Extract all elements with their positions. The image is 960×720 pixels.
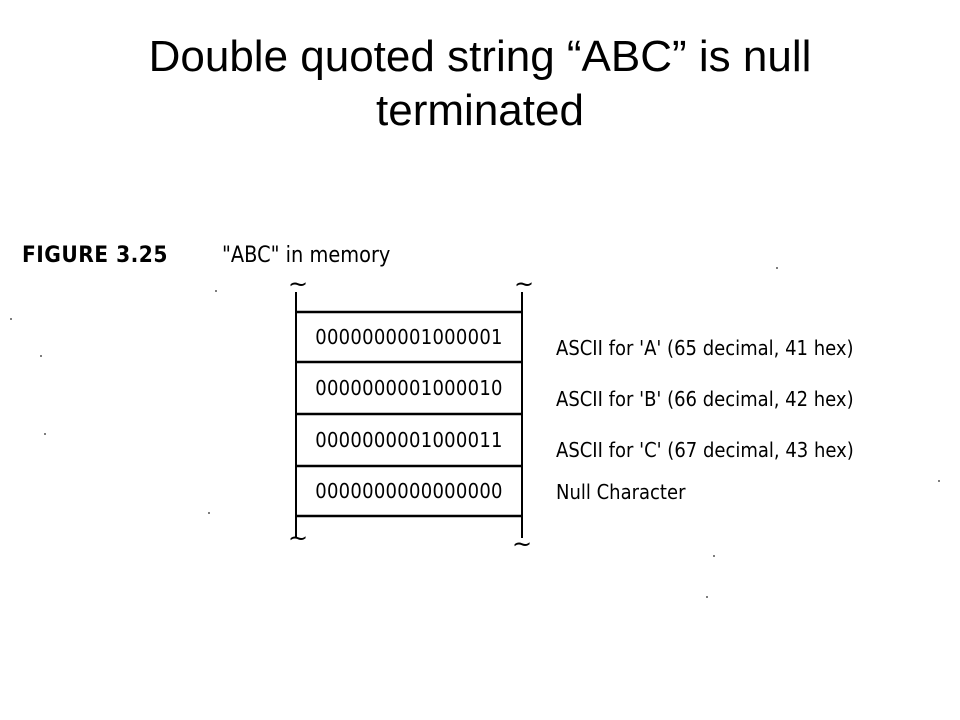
cell-description-a: ASCII for 'A' (65 decimal, 41 hex) — [556, 336, 854, 360]
memory-cell-null: 0000000000000000 — [315, 479, 503, 503]
scan-speck — [44, 433, 46, 435]
figure-caption: "ABC" in memory — [222, 243, 391, 268]
cell-description-c: ASCII for 'C' (67 decimal, 43 hex) — [556, 438, 854, 462]
break-mark-top-left: ~ — [288, 270, 308, 298]
cell-description-b: ASCII for 'B' (66 decimal, 42 hex) — [556, 387, 854, 411]
break-mark-bottom-right: ~ — [512, 530, 532, 558]
scan-speck — [706, 596, 708, 598]
scan-speck — [10, 318, 12, 320]
figure-label: FIGURE 3.25 — [22, 243, 168, 268]
break-mark-bottom-left: ~ — [288, 524, 308, 552]
cell-description-null: Null Character — [556, 480, 686, 504]
break-mark-top-right: ~ — [514, 270, 534, 298]
scan-speck — [938, 480, 940, 482]
scan-speck — [713, 555, 715, 557]
memory-diagram-lines: ~ ~ ~ ~ — [288, 270, 534, 558]
memory-cell-b: 0000000001000010 — [315, 376, 503, 400]
memory-cell-c: 0000000001000011 — [315, 428, 503, 452]
scan-speck — [776, 267, 778, 269]
memory-diagram: ~ ~ ~ ~ 0000000001000001 000000000100001… — [270, 270, 560, 560]
scan-speck — [40, 355, 42, 357]
scan-speck — [208, 512, 210, 514]
scan-speck — [215, 290, 217, 292]
slide-title: Double quoted string “ABC” is null termi… — [148, 32, 812, 135]
memory-cell-a: 0000000001000001 — [315, 325, 503, 349]
